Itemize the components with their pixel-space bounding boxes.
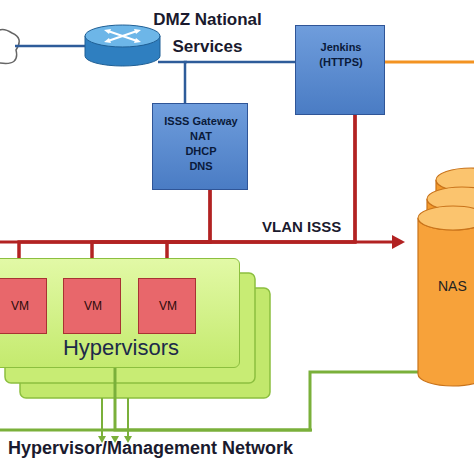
nas-storage: NAS — [418, 206, 474, 386]
nas-cylinder-body — [418, 218, 474, 386]
node-title: Jenkins (HTTPS) — [311, 40, 371, 70]
node-title: Hypervisors — [41, 335, 201, 361]
external-wire — [385, 61, 474, 64]
network-link — [167, 115, 355, 278]
vlan-bus-arrowhead — [392, 235, 405, 249]
hypervisor-band: VM VM VM Hypervisors — [0, 258, 240, 368]
gateway-box: ISSS GatewayNAT DHCP DNS — [152, 103, 248, 190]
nas-cylinder-top — [418, 206, 474, 230]
management-wire — [127, 398, 129, 438]
network-link — [115, 368, 418, 430]
node-title: ISSS Gateway — [153, 114, 249, 129]
dmz-wire — [158, 61, 187, 64]
vm-box: VM — [138, 278, 196, 334]
node-title: VM — [0, 299, 48, 314]
node-title: VM — [139, 299, 197, 314]
uplink-wire — [15, 45, 88, 48]
vm-box: VM — [63, 278, 121, 334]
node-body: NAT DHCP DNS — [181, 129, 221, 174]
node-title: VM — [64, 299, 122, 314]
router-symbol — [85, 25, 160, 66]
management-wire — [101, 398, 103, 438]
router-arrowheads — [104, 29, 141, 43]
router-arrows — [108, 31, 137, 41]
zone-title: DMZ National Services — [145, 6, 270, 60]
vlan-name: VLAN ISSS — [262, 218, 362, 236]
network-name: Hypervisor/Management Network — [8, 437, 348, 459]
network-link — [185, 62, 295, 103]
vm-box: VM — [0, 278, 47, 334]
router-top — [85, 25, 160, 47]
server-box: Jenkins (HTTPS) — [295, 25, 385, 115]
nas-cylinder — [418, 206, 474, 386]
node-title: NAS — [438, 278, 474, 295]
